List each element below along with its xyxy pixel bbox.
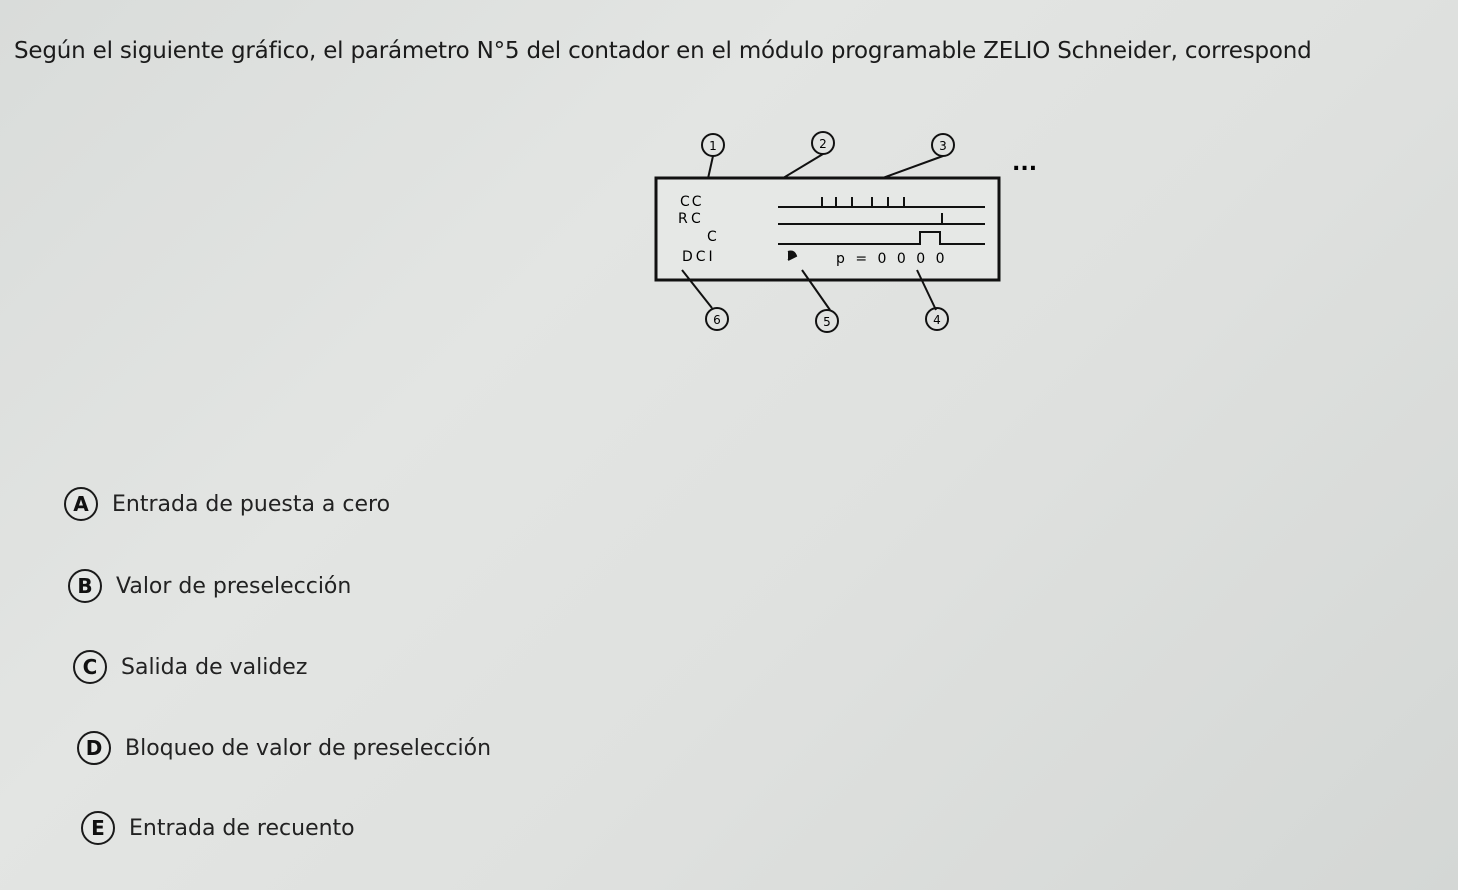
option-letter-e: E bbox=[81, 811, 115, 845]
option-letter-b: B bbox=[68, 569, 102, 603]
option-text-b: Valor de preselección bbox=[116, 573, 352, 599]
option-a[interactable]: A Entrada de puesta a cero bbox=[64, 487, 390, 521]
option-d[interactable]: D Bloqueo de valor de preselección bbox=[77, 731, 491, 765]
counter-diagram-svg: 1 2 3 ... CC RC C DCI p = 0 0 0 0 bbox=[654, 131, 1037, 333]
option-letter-c: C bbox=[73, 650, 107, 684]
callout-6: 6 bbox=[705, 307, 729, 331]
question-text: Según el siguiente gráfico, el parámetro… bbox=[14, 38, 1312, 64]
option-text-c: Salida de validez bbox=[121, 654, 308, 680]
label-c: C bbox=[707, 229, 717, 245]
counter-display-box bbox=[654, 176, 1001, 282]
callout-5: 5 bbox=[815, 309, 839, 333]
callout-4: 4 bbox=[925, 307, 949, 331]
svg-text:4: 4 bbox=[933, 313, 941, 327]
label-dci: DCI bbox=[682, 249, 716, 265]
svg-text:3: 3 bbox=[939, 139, 947, 153]
option-text-a: Entrada de puesta a cero bbox=[112, 491, 391, 517]
mark-5 bbox=[787, 250, 798, 261]
preset-value: p = 0 0 0 0 bbox=[836, 251, 948, 267]
diagram-ellipsis: ... bbox=[1012, 151, 1037, 176]
label-cc: CC bbox=[680, 194, 704, 210]
label-rc: RC bbox=[678, 211, 705, 227]
svg-text:1: 1 bbox=[709, 139, 717, 153]
svg-text:6: 6 bbox=[713, 313, 721, 327]
svg-text:2: 2 bbox=[819, 137, 827, 151]
counter-diagram: 1 2 3 ... CC RC C DCI p = 0 0 0 0 bbox=[640, 120, 1060, 340]
option-letter-a: A bbox=[64, 487, 98, 521]
svg-text:5: 5 bbox=[823, 315, 831, 329]
option-b[interactable]: B Valor de preselección bbox=[68, 569, 351, 603]
option-e[interactable]: E Entrada de recuento bbox=[81, 811, 355, 845]
option-c[interactable]: C Salida de validez bbox=[73, 650, 307, 684]
option-text-e: Entrada de recuento bbox=[129, 815, 355, 841]
option-text-d: Bloqueo de valor de preselección bbox=[125, 735, 492, 761]
option-letter-d: D bbox=[77, 731, 111, 765]
